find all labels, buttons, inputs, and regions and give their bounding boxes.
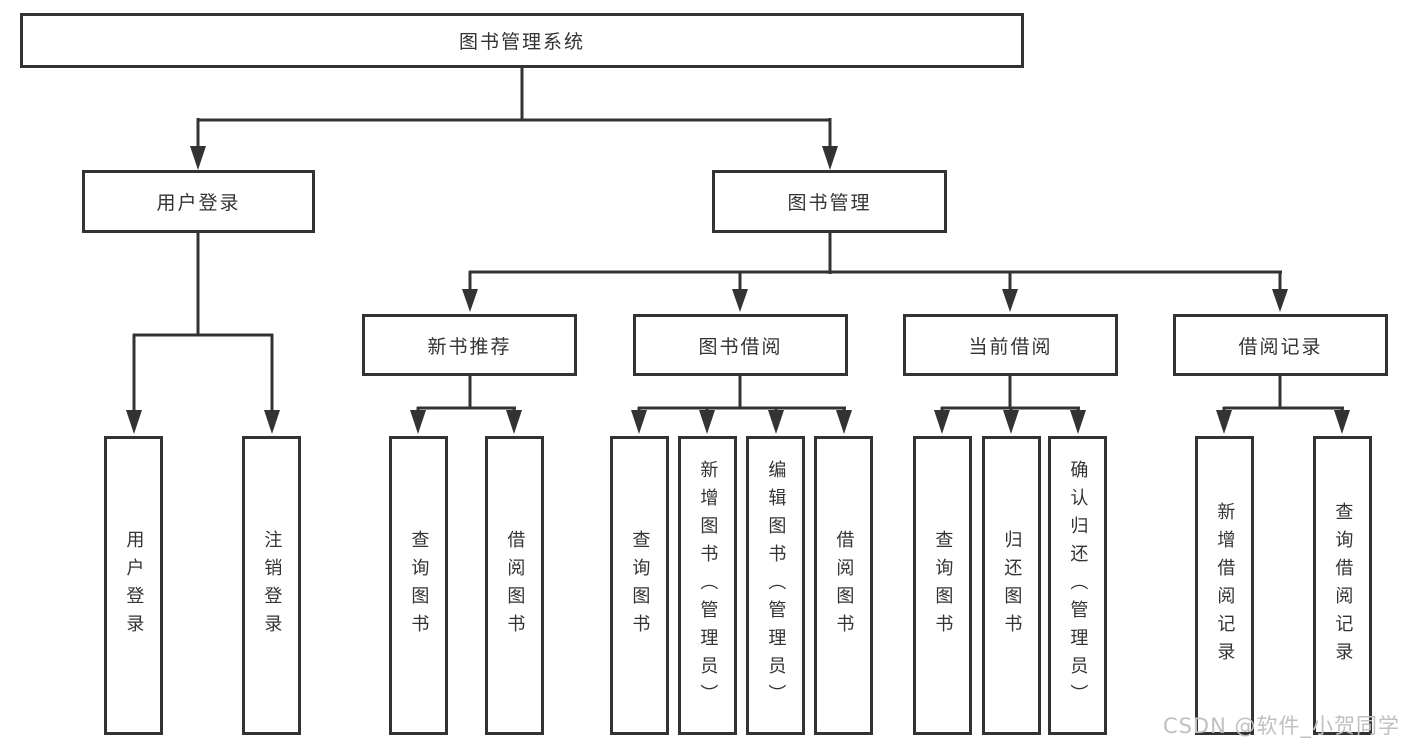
leaf-add-books-admin: 新增图书（管理员） xyxy=(678,436,737,735)
leaf-borrow-books-label: 借阅图书 xyxy=(833,529,855,642)
leaf-borrow-books-recommend: 借阅图书 xyxy=(485,436,544,735)
leaf-edit-books-admin: 编辑图书（管理员） xyxy=(746,436,805,735)
node-root-label: 图书管理系统 xyxy=(458,31,585,53)
node-new-book-recommend: 新书推荐 xyxy=(362,314,577,376)
csdn-watermark: CSDN @软件_小贺同学 xyxy=(1162,714,1400,738)
leaf-query-borrow-record: 查询借阅记录 xyxy=(1313,436,1372,735)
node-book-management-label: 图书管理 xyxy=(787,192,872,214)
leaf-query-books-current: 查询图书 xyxy=(913,436,972,735)
leaf-query-books-borrow: 查询图书 xyxy=(610,436,669,735)
leaf-query-books-current-label: 查询图书 xyxy=(932,529,954,642)
leaf-user-login-label: 用户登录 xyxy=(123,529,145,642)
node-user-login: 用户登录 xyxy=(82,170,315,233)
node-borrow-records-label: 借阅记录 xyxy=(1238,335,1323,358)
leaf-query-borrow-record-label: 查询借阅记录 xyxy=(1332,501,1354,670)
node-new-book-recommend-label: 新书推荐 xyxy=(427,335,512,358)
leaf-borrow-books-recommend-label: 借阅图书 xyxy=(504,529,526,642)
leaf-add-borrow-record-label: 新增借阅记录 xyxy=(1214,501,1236,670)
leaf-borrow-books: 借阅图书 xyxy=(814,436,873,735)
node-borrow-records: 借阅记录 xyxy=(1173,314,1388,376)
leaf-user-login: 用户登录 xyxy=(104,436,163,735)
leaf-query-books-borrow-label: 查询图书 xyxy=(629,529,651,642)
leaf-confirm-return-admin: 确认归还（管理员） xyxy=(1048,436,1107,735)
leaf-return-books: 归还图书 xyxy=(982,436,1041,735)
leaf-query-books-recommend-label: 查询图书 xyxy=(408,529,430,642)
leaf-add-books-admin-label: 新增图书（管理员） xyxy=(697,459,719,712)
node-root: 图书管理系统 xyxy=(20,13,1024,68)
leaf-return-books-label: 归还图书 xyxy=(1001,529,1023,642)
leaf-logout: 注销登录 xyxy=(242,436,301,735)
node-book-borrow-label: 图书借阅 xyxy=(698,335,783,358)
node-current-borrow-label: 当前借阅 xyxy=(968,335,1053,358)
node-book-management: 图书管理 xyxy=(712,170,947,233)
connector-stems xyxy=(132,66,1344,412)
node-current-borrow: 当前借阅 xyxy=(903,314,1118,376)
leaf-edit-books-admin-label: 编辑图书（管理员） xyxy=(765,459,787,712)
leaf-query-books-recommend: 查询图书 xyxy=(389,436,448,735)
node-book-borrow: 图书借阅 xyxy=(633,314,848,376)
leaf-add-borrow-record: 新增借阅记录 xyxy=(1195,436,1254,735)
connector-arrowheads xyxy=(126,146,1350,434)
node-user-login-label: 用户登录 xyxy=(156,192,241,214)
leaf-logout-label: 注销登录 xyxy=(261,529,283,642)
leaf-confirm-return-admin-label: 确认归还（管理员） xyxy=(1067,459,1089,712)
